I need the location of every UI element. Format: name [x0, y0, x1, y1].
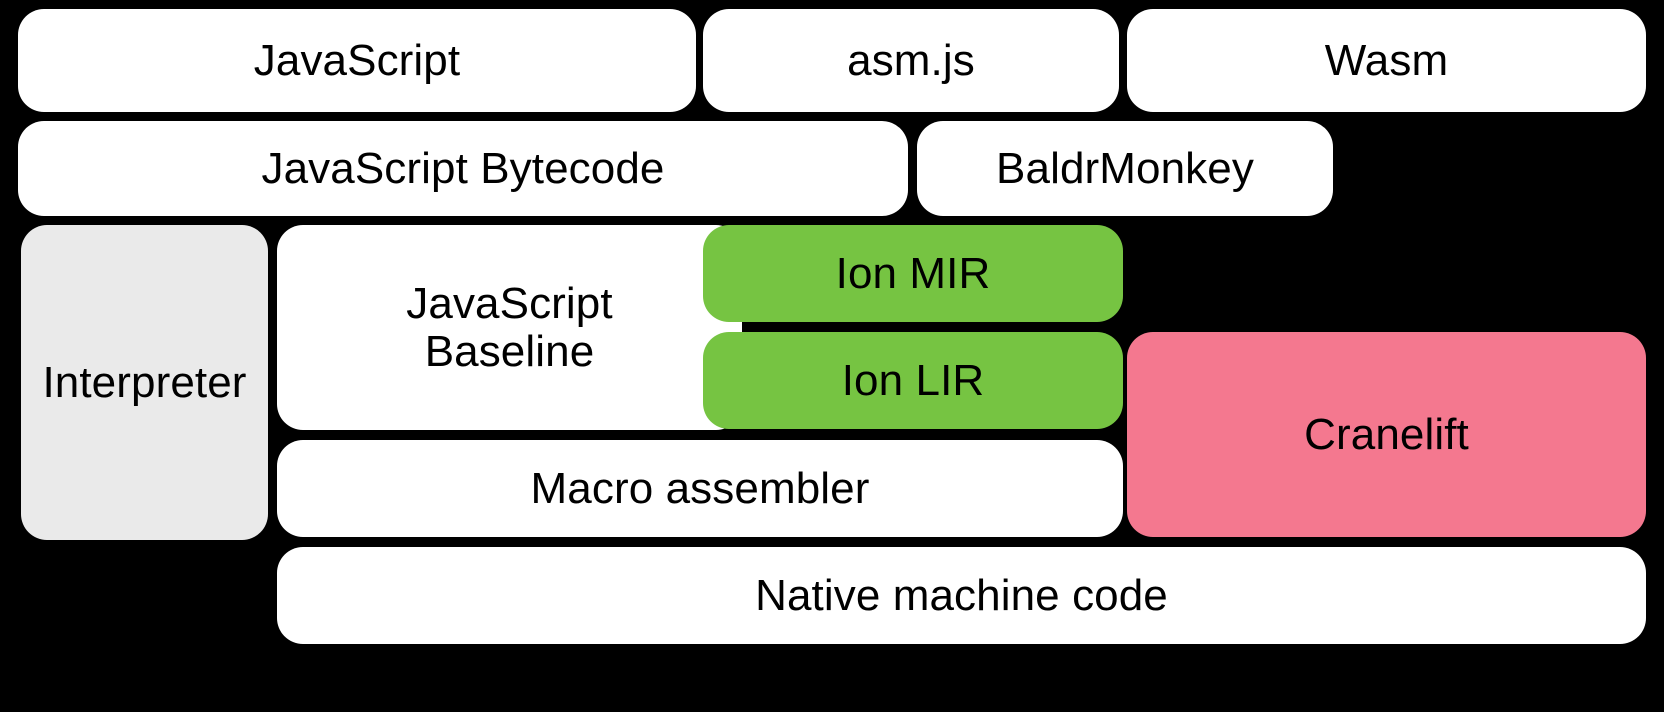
node-macro-assembler[interactable]: Macro assembler [277, 440, 1123, 537]
node-javascript-baseline[interactable]: JavaScript Baseline [277, 225, 742, 430]
node-label: BaldrMonkey [996, 143, 1254, 193]
node-javascript[interactable]: JavaScript [18, 9, 696, 112]
node-label: Wasm [1324, 35, 1449, 85]
node-javascript-bytecode[interactable]: JavaScript Bytecode [18, 121, 908, 216]
node-label: Native machine code [755, 570, 1168, 620]
node-label: Ion MIR [835, 248, 991, 298]
node-label: JavaScript [253, 35, 461, 85]
node-cranelift[interactable]: Cranelift [1127, 332, 1646, 537]
node-label: JavaScript Baseline [406, 278, 613, 376]
node-ion-mir[interactable]: Ion MIR [703, 225, 1123, 322]
node-label: Cranelift [1304, 409, 1469, 459]
node-label: JavaScript Bytecode [261, 143, 665, 193]
node-native-machine-code[interactable]: Native machine code [277, 547, 1646, 644]
node-label: asm.js [847, 35, 975, 85]
node-label: Ion LIR [841, 355, 985, 405]
node-label: Macro assembler [530, 463, 870, 513]
node-label: Interpreter [42, 357, 247, 407]
node-interpreter[interactable]: Interpreter [21, 225, 268, 540]
node-baldrmonkey[interactable]: BaldrMonkey [917, 121, 1333, 216]
node-asm-js[interactable]: asm.js [703, 9, 1119, 112]
node-ion-lir[interactable]: Ion LIR [703, 332, 1123, 429]
node-wasm[interactable]: Wasm [1127, 9, 1646, 112]
